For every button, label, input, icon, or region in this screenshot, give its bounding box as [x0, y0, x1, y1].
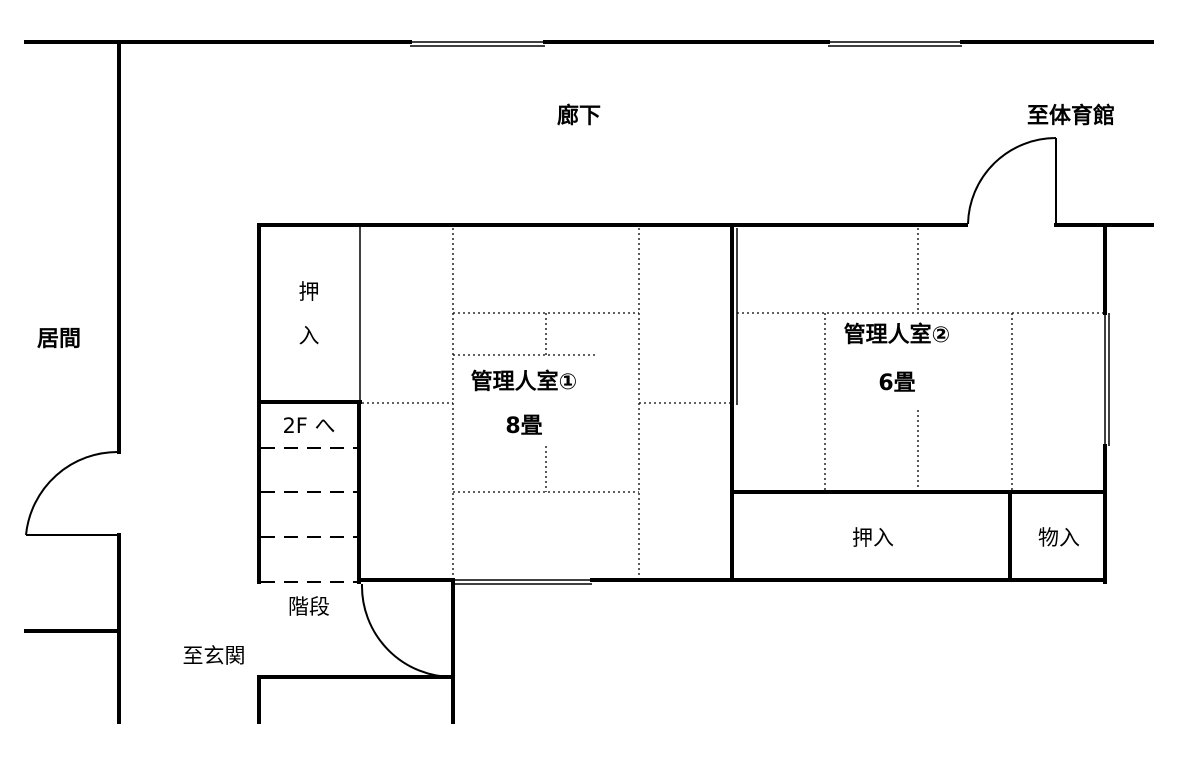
living-room-label: 居間	[37, 327, 81, 352]
gym-door-swing	[967, 137, 1057, 225]
to-gym-label: 至体育館	[1027, 103, 1115, 129]
stairs-label: 階段	[288, 595, 330, 619]
right-closet-label: 押入	[852, 526, 894, 550]
room1-size-label: 8畳	[505, 414, 542, 439]
walls	[24, 40, 1154, 724]
storage-label: 物入	[1038, 526, 1080, 550]
left-closet-label-2: 入	[299, 324, 320, 348]
corridor-label: 廊下	[557, 103, 601, 129]
thin-lines	[359, 41, 1110, 585]
room1-name-label: 管理人室①	[471, 369, 578, 395]
left-closet-label-1: 押	[299, 280, 320, 304]
to-2f-label: 2F へ	[282, 414, 335, 438]
room2-tatami	[737, 228, 1103, 490]
room2-name-label: 管理人室②	[844, 322, 951, 348]
living-door-swing	[25, 450, 120, 536]
room2-size-label: 6畳	[878, 371, 915, 396]
entrance-door-swing	[360, 583, 454, 678]
stairs-treads	[261, 447, 357, 583]
to-entrance-label: 至玄関	[183, 644, 246, 668]
doors	[25, 137, 1057, 678]
room1-tatami	[362, 228, 730, 578]
